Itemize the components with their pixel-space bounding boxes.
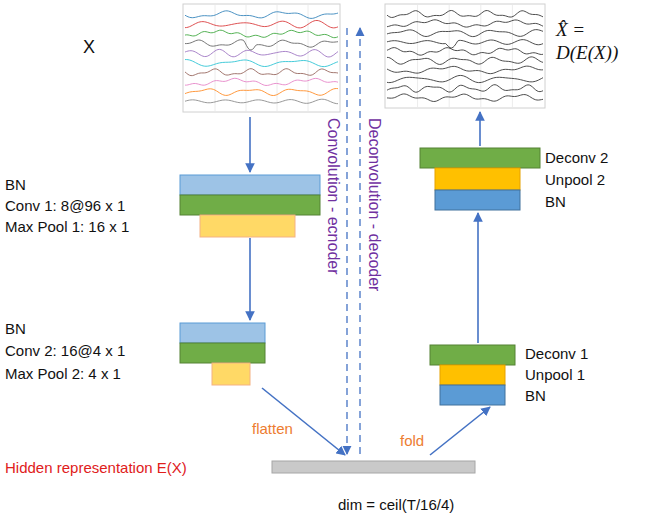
layer-label: X̂ = D(E(X))	[556, 18, 644, 64]
bn-layer	[180, 323, 265, 343]
layer-label: Conv 2: 16@4 x 1	[5, 342, 125, 360]
layer-label: BN	[525, 387, 546, 405]
signal-trace	[387, 75, 543, 82]
bn-layer	[440, 385, 505, 405]
layer-label: dim = ceil(T/16/4)	[338, 496, 454, 514]
edge-label: fold	[398, 432, 426, 450]
data-flow-arrow	[249, 117, 251, 172]
signal-trace	[387, 85, 543, 92]
layer-label: X	[83, 36, 95, 58]
signal-trace	[185, 60, 338, 67]
edge-label: flatten	[250, 420, 295, 438]
signal-trace	[387, 57, 543, 65]
signal-trace	[185, 40, 338, 50]
signal-trace	[185, 99, 338, 103]
input-signal-traces	[185, 5, 338, 111]
data-flow-arrow	[479, 112, 481, 146]
hidden-vector-bar	[272, 461, 475, 473]
encoder-dashed-arrow	[346, 28, 347, 454]
conv-layer	[180, 195, 320, 215]
layer-label: Unpool 1	[525, 366, 585, 384]
conv-layer	[180, 343, 265, 363]
signal-trace	[387, 66, 543, 74]
unpool-layer	[435, 168, 520, 190]
deconv-layer	[430, 345, 515, 365]
grid-line	[480, 5, 481, 107]
layer-label: BN	[545, 193, 566, 211]
signal-trace	[185, 49, 338, 57]
decoder-block: Deconv 1 Unpool 1 BN	[430, 343, 645, 407]
signal-trace	[387, 40, 543, 48]
signal-trace	[387, 20, 543, 27]
encoder-block: BN Conv 2: 16@4 x 1 Max Pool 2: 4 x 1	[5, 320, 267, 388]
bn-layer	[435, 190, 520, 210]
hidden-representation: Hidden representation E(X) dim = ceil(T/1…	[5, 455, 483, 517]
output-signal: X̂ = D(E(X))	[378, 2, 648, 112]
encoder-block: BN Conv 1: 8@96 x 1 Max Pool 1: 16 x 1	[5, 172, 323, 238]
signal-trace	[185, 78, 338, 85]
bn-layer	[180, 175, 320, 195]
layer-label: Max Pool 1: 16 x 1	[5, 218, 129, 236]
grid-line	[215, 5, 216, 111]
grid-line	[246, 5, 247, 111]
unpool-layer	[440, 365, 505, 385]
signal-trace	[387, 10, 543, 17]
layer-label: BN	[5, 320, 26, 338]
input-signal: X	[80, 2, 350, 117]
pool-layer	[212, 363, 250, 385]
output-signal-traces	[387, 5, 543, 107]
data-flow-arrow	[477, 213, 479, 343]
layer-label: Deconv 2	[545, 149, 608, 167]
data-flow-arrow	[249, 238, 251, 320]
signal-trace	[185, 89, 338, 96]
input-signal-plot	[183, 4, 340, 112]
signal-trace	[387, 48, 543, 55]
deconv-layer	[420, 148, 540, 168]
decoder-block: Deconv 2 Unpool 2 BN	[420, 146, 645, 213]
pool-layer	[200, 215, 295, 237]
layer-label: Deconv 1	[525, 345, 588, 363]
layer-label: Conv 1: 8@96 x 1	[5, 197, 125, 215]
output-signal-plot	[385, 4, 545, 108]
signal-trace	[387, 94, 543, 102]
layer-label: BN	[5, 176, 26, 194]
signal-trace	[185, 11, 338, 19]
stage-label: Convolution - ecnoder	[324, 118, 343, 275]
grid-line	[308, 5, 309, 111]
data-flow-arrow	[430, 407, 490, 455]
layer-label: Max Pool 2: 4 x 1	[5, 365, 121, 383]
signal-trace	[185, 30, 338, 37]
layer-label: Unpool 2	[545, 171, 605, 189]
layer-label: Hidden representation E(X)	[5, 458, 187, 477]
signal-trace	[387, 30, 543, 37]
signal-trace	[185, 69, 338, 76]
stage-label: Deconvolution - decoder	[365, 118, 384, 291]
signal-trace	[185, 20, 338, 27]
decoder-dashed-arrow	[359, 28, 360, 454]
